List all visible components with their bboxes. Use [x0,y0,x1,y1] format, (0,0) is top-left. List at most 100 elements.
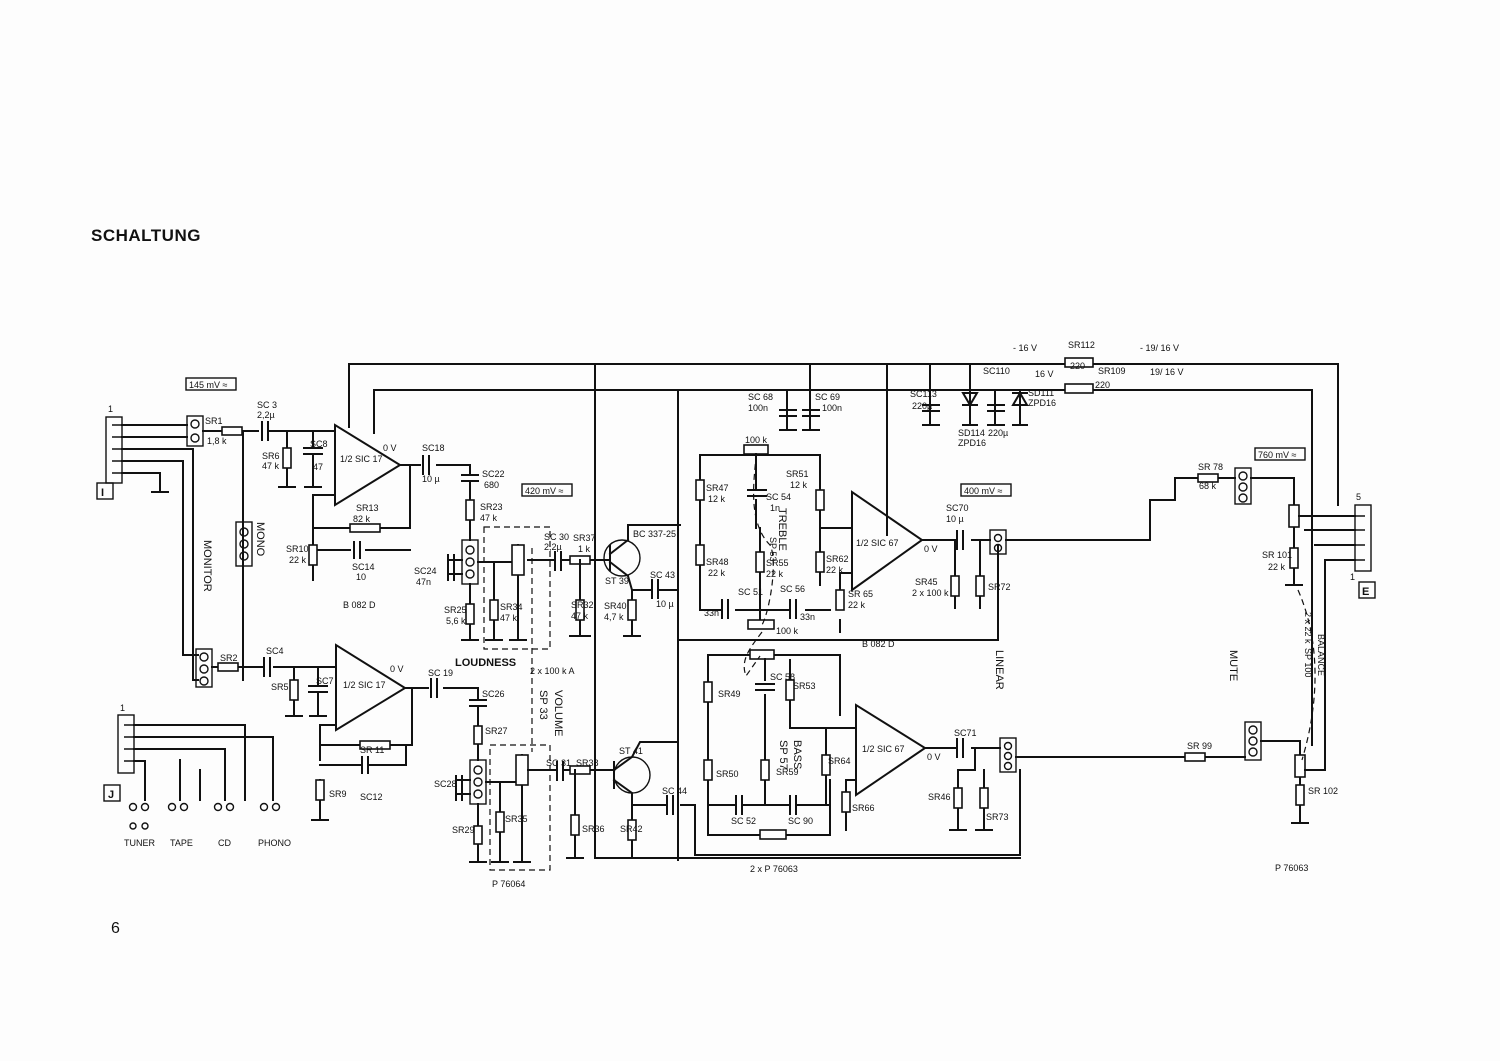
sc31-label: SC 31 [546,758,571,768]
sp33-label: SP 33 [537,690,549,720]
volume-label: VOLUME [552,690,564,736]
sr45-value: 2 x 100 k [912,588,949,598]
pot100k-treble-label: 100 k [745,435,768,445]
sc30-value: 2,2µ [544,542,562,552]
sr2-label: SR2 [220,653,238,663]
sc22-label: SC22 [482,469,505,479]
monitor-label: MONITOR [201,540,213,592]
sr23-value: 47 k [480,513,498,523]
sr34-value: 47 k [500,613,518,623]
sr40-value: 4,7 k [604,612,624,622]
sd111-label: SD111 [1028,388,1054,398]
sr37-value: 1 k [578,544,591,554]
upper-tone-stage [677,444,1007,641]
volume-value: 2 x 100 k A [530,666,575,676]
sc30-label: SC 30 [544,532,569,542]
sc8-label: SC8 [310,439,328,449]
upper-transistor-stage [544,524,681,637]
sc14-label: SC14 [352,562,375,572]
lower-stage-1 [195,643,479,821]
sic17-b-label: 1/2 SIC 17 [343,680,386,690]
sr48-value: 22 k [708,568,726,578]
sc54-value: 1n [770,503,780,513]
sc4-label: SC4 [266,646,284,656]
sc58-label: SC 58 [770,672,795,682]
sr47-label: SR47 [706,483,729,493]
zpd16-b-label: ZPD16 [1028,398,1056,408]
sc18-value: 10 µ [422,474,440,484]
sr49-label: SR49 [718,689,741,699]
balance-label: BALANCE [1316,634,1326,676]
linear-label: LINEAR [993,650,1005,690]
mute-label: MUTE [1227,650,1239,681]
level-760mv: 760 mV ≈ [1258,450,1297,460]
sr73-label: SR73 [986,812,1009,822]
sc68-value: 100n [748,403,768,413]
sr51-label: SR51 [786,469,809,479]
sc3-label: SC 3 [257,400,277,410]
sr59-label: SR59 [776,767,799,777]
sr102-label: SR 102 [1308,786,1338,796]
sr35-label: SR35 [505,814,528,824]
sc3-value: 2,2µ [257,410,275,420]
sc14-value: 10 [356,572,366,582]
sr66-label: SR66 [852,803,875,813]
sc24-value: 47n [416,577,431,587]
ov-a-label: 0 V [383,443,397,453]
p76063-a-label: 2 x P 76063 [750,864,798,874]
sp53-label: SP 53 [768,537,778,561]
sc56-label: SC 56 [780,584,805,594]
lower-tone-stage [694,631,1021,856]
lower-transistor-stage [547,741,696,859]
sr78-label: SR 78 [1198,462,1223,472]
sr11-label: SR 11 [360,745,384,755]
sr6-value: 47 k [262,461,280,471]
input-connector-i [96,415,204,681]
input-selector-j [103,714,281,830]
mono-label: MONO [254,522,266,557]
upper-stage-1 [202,421,471,681]
sc28-label: SC28 [434,779,457,789]
sr101-value: 22 k [1268,562,1286,572]
neg-supply-label: - 16 V [1013,343,1037,353]
level-145mv: 145 mV ≈ [189,380,228,390]
zpd16-a-label: ZPD16 [958,438,986,448]
sr25-label: SR25 [444,605,467,615]
sic67-a-label: 1/2 SIC 67 [856,538,899,548]
level-420mv: 420 mV ≈ [525,486,564,496]
sc90-label: SC 90 [788,816,813,826]
sc54-label: SC 54 [766,492,791,502]
sc113-value: 220µ [912,401,932,411]
loudness-network [447,474,551,650]
output-section [1005,467,1376,824]
sp100-label: SP 100 [1303,648,1313,677]
treble-label: TREBLE [776,508,788,551]
sr62-value: 22 k [826,565,844,575]
sr1-value: 1,8 k [207,436,227,446]
sic17-a-label: 1/2 SIC 17 [340,454,383,464]
sc12-label: SC12 [360,792,383,802]
sc51-label: SC 51 [738,587,763,597]
loudness-label: LOUDNESS [455,657,516,669]
connector-e-pin1: 1 [1350,572,1355,582]
sr27-label: SR27 [485,726,508,736]
sc70-value: 10 µ [946,514,964,524]
ov-d-label: 0 V [927,752,941,762]
sr42-label: SR42 [620,824,643,834]
sc70-label: SC70 [946,503,969,513]
volume-network [455,548,551,871]
st39-label: ST 39 [605,576,629,586]
sd114-label: SD114 [958,428,985,438]
bass-label: BASS [791,740,803,769]
page-title: SCHALTUNG [91,226,201,245]
sr112-label: SR112 [1068,340,1095,350]
sr109-value: 220 [1095,380,1110,390]
sr62-label: SR62 [826,554,849,564]
p76064-label: P 76064 [492,879,525,889]
sr99-label: SR 99 [1187,741,1212,751]
sr45-label: SR45 [915,577,938,587]
sr32-label: SR32 [571,600,594,610]
connector-j-pin: 1 [120,703,125,713]
sc56-value: 33n [800,612,815,622]
